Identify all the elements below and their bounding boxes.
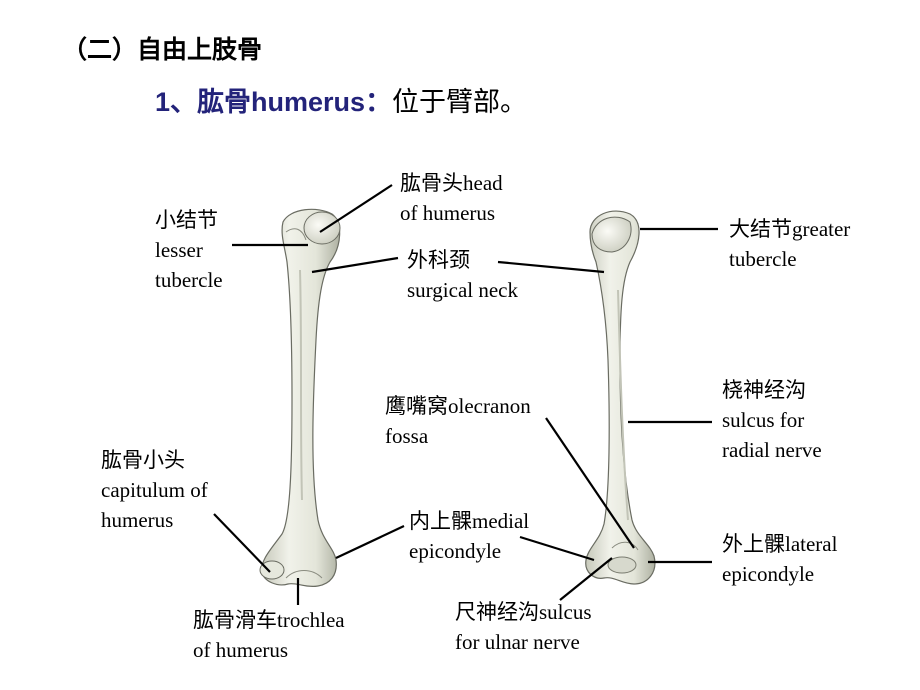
label-ulnar-sulcus: 尺神经沟sulcus for ulnar nerve xyxy=(455,597,592,657)
label-surgical-line-1: 外科颈 xyxy=(407,248,470,272)
leader-surgical-neck xyxy=(311,256,399,274)
label-ulnar-line-2: for ulnar nerve xyxy=(455,630,580,654)
label-lateral-epicondyle: 外上髁lateral epicondyle xyxy=(722,529,837,589)
label-olecranon-line-1: 鹰嘴窝olecranon xyxy=(385,394,531,418)
label-capitulum-line-3: humerus xyxy=(101,508,174,532)
label-head-of-humerus: 肱骨头head of humerus xyxy=(400,168,503,228)
label-medial-line-2: epicondyle xyxy=(409,539,502,563)
subheading-term: 1、肱骨humerus： xyxy=(155,87,393,117)
label-head-line-2: of humerus xyxy=(400,201,496,225)
label-lesser-line-1: 小结节 xyxy=(155,208,218,232)
label-capitulum-line-2: capitulum of xyxy=(101,478,208,502)
label-greater-tubercle: 大结节greater tubercle xyxy=(729,214,850,274)
label-radial-sulcus: 桡神经沟 sulcus for radial nerve xyxy=(722,375,822,465)
humerus-anterior-view xyxy=(259,208,341,588)
label-lateral-line-1: 外上髁lateral xyxy=(722,532,838,556)
label-surgical-neck: 外科颈 surgical neck xyxy=(407,245,518,305)
leader-medial-epicondyle-right xyxy=(519,535,595,562)
label-lesser-line-3: tubercle xyxy=(155,268,223,292)
label-capitulum: 肱骨小头 capitulum of humerus xyxy=(101,445,208,535)
subheading-description: 位于臂部。 xyxy=(392,87,528,117)
label-radial-line-1: 桡神经沟 xyxy=(722,378,806,402)
label-trochlea-line-1: 肱骨滑车trochlea xyxy=(193,608,345,632)
label-ulnar-line-1: 尺神经沟sulcus xyxy=(455,600,592,624)
leader-capitulum xyxy=(213,513,271,573)
label-trochlea-line-2: of humerus xyxy=(193,638,289,662)
slide-subheading: 1、肱骨humerus：位于臂部。 xyxy=(155,80,527,119)
label-greater-line-1: 大结节greater xyxy=(729,217,851,241)
label-lesser-line-2: lesser xyxy=(155,238,203,262)
leader-head xyxy=(319,184,393,233)
leader-lines xyxy=(213,184,718,605)
label-radial-line-2: sulcus for xyxy=(722,408,805,432)
leader-olecranon-fossa xyxy=(545,417,635,549)
label-medial-line-1: 内上髁medial xyxy=(409,509,530,533)
slide-heading: （二）自由上肢骨 xyxy=(62,36,263,64)
label-olecranon-line-2: fossa xyxy=(385,424,429,448)
leader-ulnar-sulcus xyxy=(559,557,613,601)
label-lateral-line-2: epicondyle xyxy=(722,562,815,586)
label-olecranon-fossa: 鹰嘴窝olecranon fossa xyxy=(385,391,531,451)
label-trochlea: 肱骨滑车trochlea of humerus xyxy=(193,605,345,665)
label-head-line-1: 肱骨头head xyxy=(400,171,503,195)
humerus-posterior-view xyxy=(585,210,656,585)
leader-surgical-neck-right xyxy=(497,260,605,274)
label-medial-epicondyle: 内上髁medial epicondyle xyxy=(409,506,529,566)
leader-medial-epicondyle xyxy=(335,525,405,559)
label-surgical-line-2: surgical neck xyxy=(407,278,518,302)
label-greater-line-2: tubercle xyxy=(729,247,797,271)
label-radial-line-3: radial nerve xyxy=(722,438,822,462)
label-capitulum-line-1: 肱骨小头 xyxy=(101,448,185,472)
label-lesser-tubercle: 小结节 lesser tubercle xyxy=(155,205,223,295)
